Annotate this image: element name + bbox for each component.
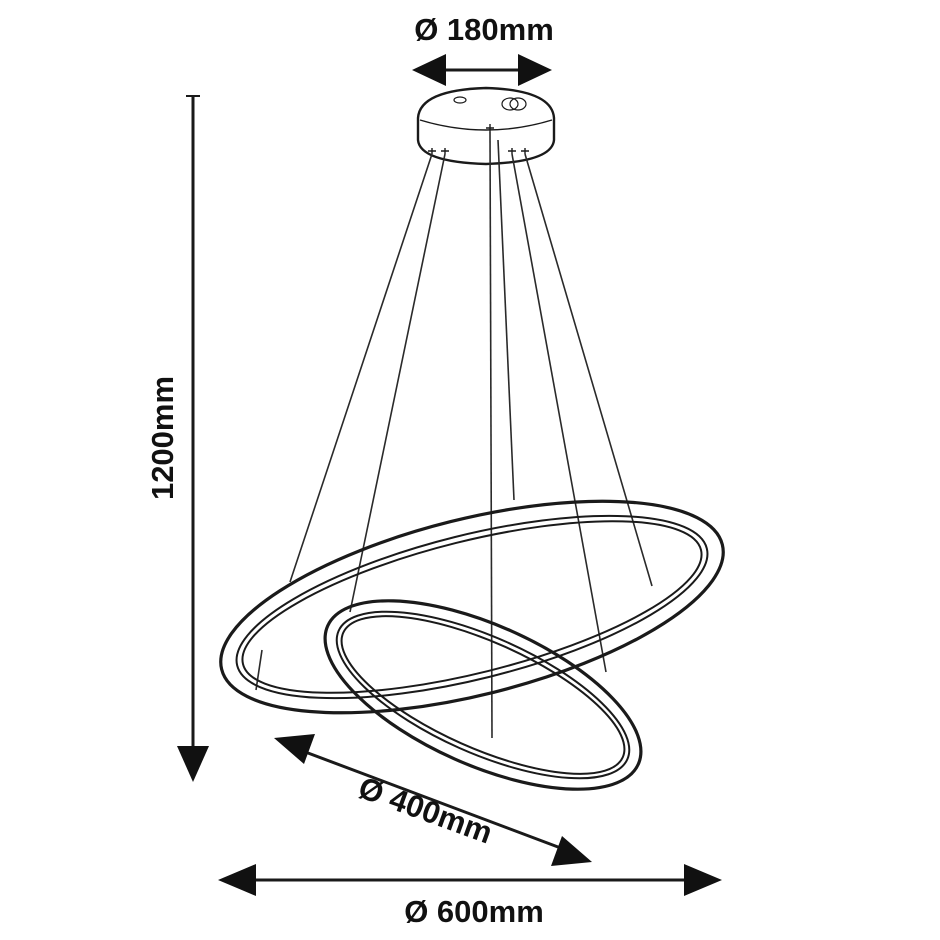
ceiling-canopy bbox=[416, 86, 556, 166]
small-ring-diameter-dimension: Ø 400mm bbox=[274, 734, 592, 866]
large-ring bbox=[219, 499, 725, 715]
arrow-left-icon bbox=[218, 864, 256, 896]
canopy-diameter-label: Ø 180mm bbox=[414, 12, 554, 47]
arrow-right-icon bbox=[684, 864, 722, 896]
small-ring bbox=[323, 599, 643, 791]
suspension-wires bbox=[255, 131, 653, 739]
arrow-left-icon bbox=[412, 54, 446, 86]
canopy-diameter-dimension: Ø 180mm bbox=[412, 12, 554, 86]
large-ring-diameter-label: Ø 600mm bbox=[404, 894, 544, 929]
arrow-right-icon bbox=[518, 54, 552, 86]
height-dimension: 1200mm bbox=[145, 95, 209, 782]
height-label: 1200mm bbox=[145, 376, 180, 500]
small-ring-diameter-label: Ø 400mm bbox=[354, 770, 497, 851]
arrow-down-right-icon bbox=[551, 836, 592, 866]
large-ring-diameter-dimension: Ø 600mm bbox=[218, 864, 722, 929]
arrow-up-left-icon bbox=[274, 734, 315, 764]
arrow-down-icon bbox=[177, 746, 209, 782]
